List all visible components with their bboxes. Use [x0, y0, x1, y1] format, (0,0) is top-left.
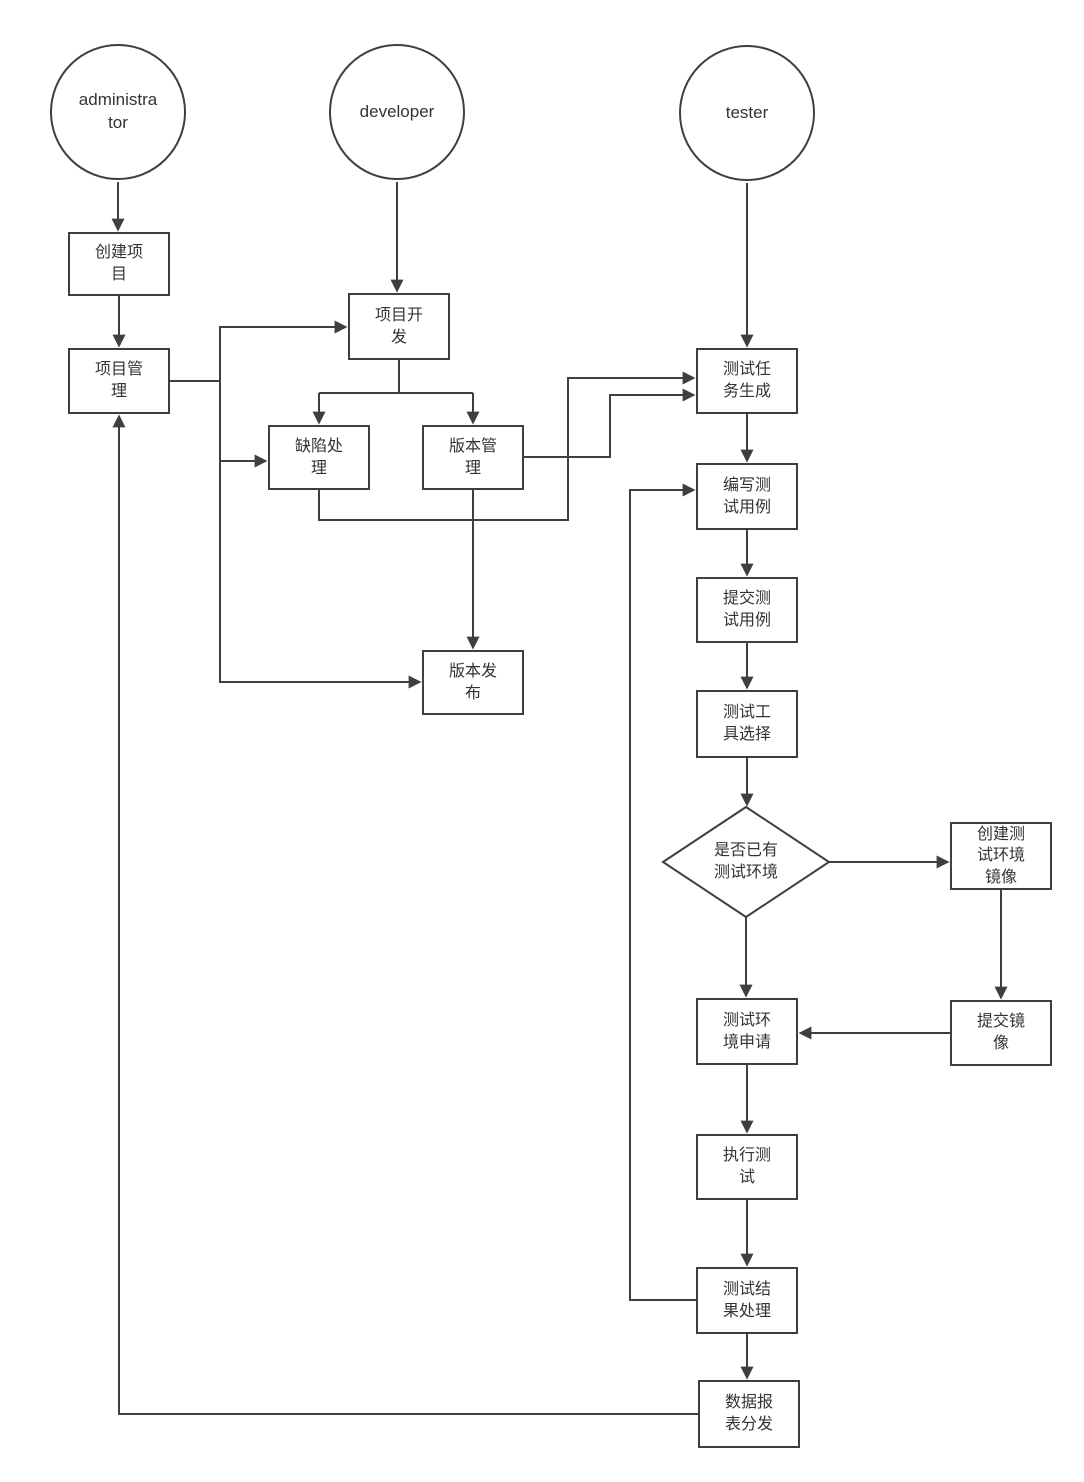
decision-env-exists-shape: [661, 805, 831, 919]
edge-project-manage-to-defect-handle: [219, 381, 268, 468]
role-administrator: administrator: [50, 44, 186, 180]
node-create-env-image-label: 创建测 试环境 镜像: [976, 825, 1025, 886]
edge-test-result-to-write-test-case-loop: [629, 483, 696, 1301]
node-version-release: 版本发 布: [422, 650, 524, 715]
node-test-result: 测试结 果处理: [696, 1267, 798, 1334]
edge-defect-handle-to-test-task-gen: [318, 371, 696, 521]
edge-report-dispatch-to-project-manage-loop: [112, 414, 698, 1415]
node-run-test-label: 执行测 试: [722, 1147, 771, 1186]
role-tester: tester: [679, 45, 815, 181]
node-project-manage-label: 项目管 理: [94, 361, 143, 400]
node-project-dev-label: 项目开 发: [374, 306, 423, 346]
node-env-apply-label: 测试环 境申请: [722, 1011, 771, 1051]
node-submit-image: 提交镜 像: [950, 1000, 1052, 1066]
node-submit-test-case-label: 提交测 试用例: [722, 590, 771, 629]
node-env-apply: 测试环 境申请: [696, 998, 798, 1065]
node-test-tool-select-label: 测试工 具选择: [722, 704, 771, 743]
node-defect-handle: 缺陷处 理: [268, 425, 370, 490]
role-tester-label: tester: [725, 102, 769, 122]
node-submit-image-label: 提交镜 像: [976, 1013, 1025, 1052]
node-version-manage: 版本管 理: [422, 425, 524, 490]
node-env-exists-decision: 是否已有 测试环境: [691, 835, 801, 889]
node-write-test-case-label: 编写测 试用例: [722, 476, 771, 516]
node-test-task-gen-label: 测试任 务生成: [722, 361, 771, 400]
node-test-task-gen: 测试任 务生成: [696, 348, 798, 414]
edge-version-manage-to-test-task-gen: [524, 388, 696, 458]
node-project-manage: 项目管 理: [68, 348, 170, 414]
edge-project-manage-to-project-dev: [170, 320, 348, 382]
node-report-dispatch: 数据报 表分发: [698, 1380, 800, 1448]
node-env-exists-decision-label: 是否已有 测试环境: [713, 842, 778, 881]
node-version-release-label: 版本发 布: [448, 662, 497, 702]
node-create-env-image: 创建测 试环境 镜像: [950, 822, 1052, 890]
edge-project-manage-to-version-release: [219, 461, 422, 689]
node-report-dispatch-label: 数据报 表分发: [724, 1394, 773, 1433]
node-project-dev: 项目开 发: [348, 293, 450, 360]
node-defect-handle-label: 缺陷处 理: [294, 437, 343, 477]
node-run-test: 执行测 试: [696, 1134, 798, 1200]
node-test-result-label: 测试结 果处理: [722, 1280, 771, 1320]
node-test-tool-select: 测试工 具选择: [696, 690, 798, 758]
node-create-project-label: 创建项 目: [94, 244, 143, 283]
node-write-test-case: 编写测 试用例: [696, 463, 798, 530]
node-submit-test-case: 提交测 试用例: [696, 577, 798, 643]
role-developer: developer: [329, 44, 465, 180]
node-version-manage-label: 版本管 理: [448, 437, 497, 477]
role-developer-label: developer: [359, 101, 435, 121]
role-administrator-label: administrator: [78, 90, 158, 132]
node-create-project: 创建项 目: [68, 232, 170, 296]
